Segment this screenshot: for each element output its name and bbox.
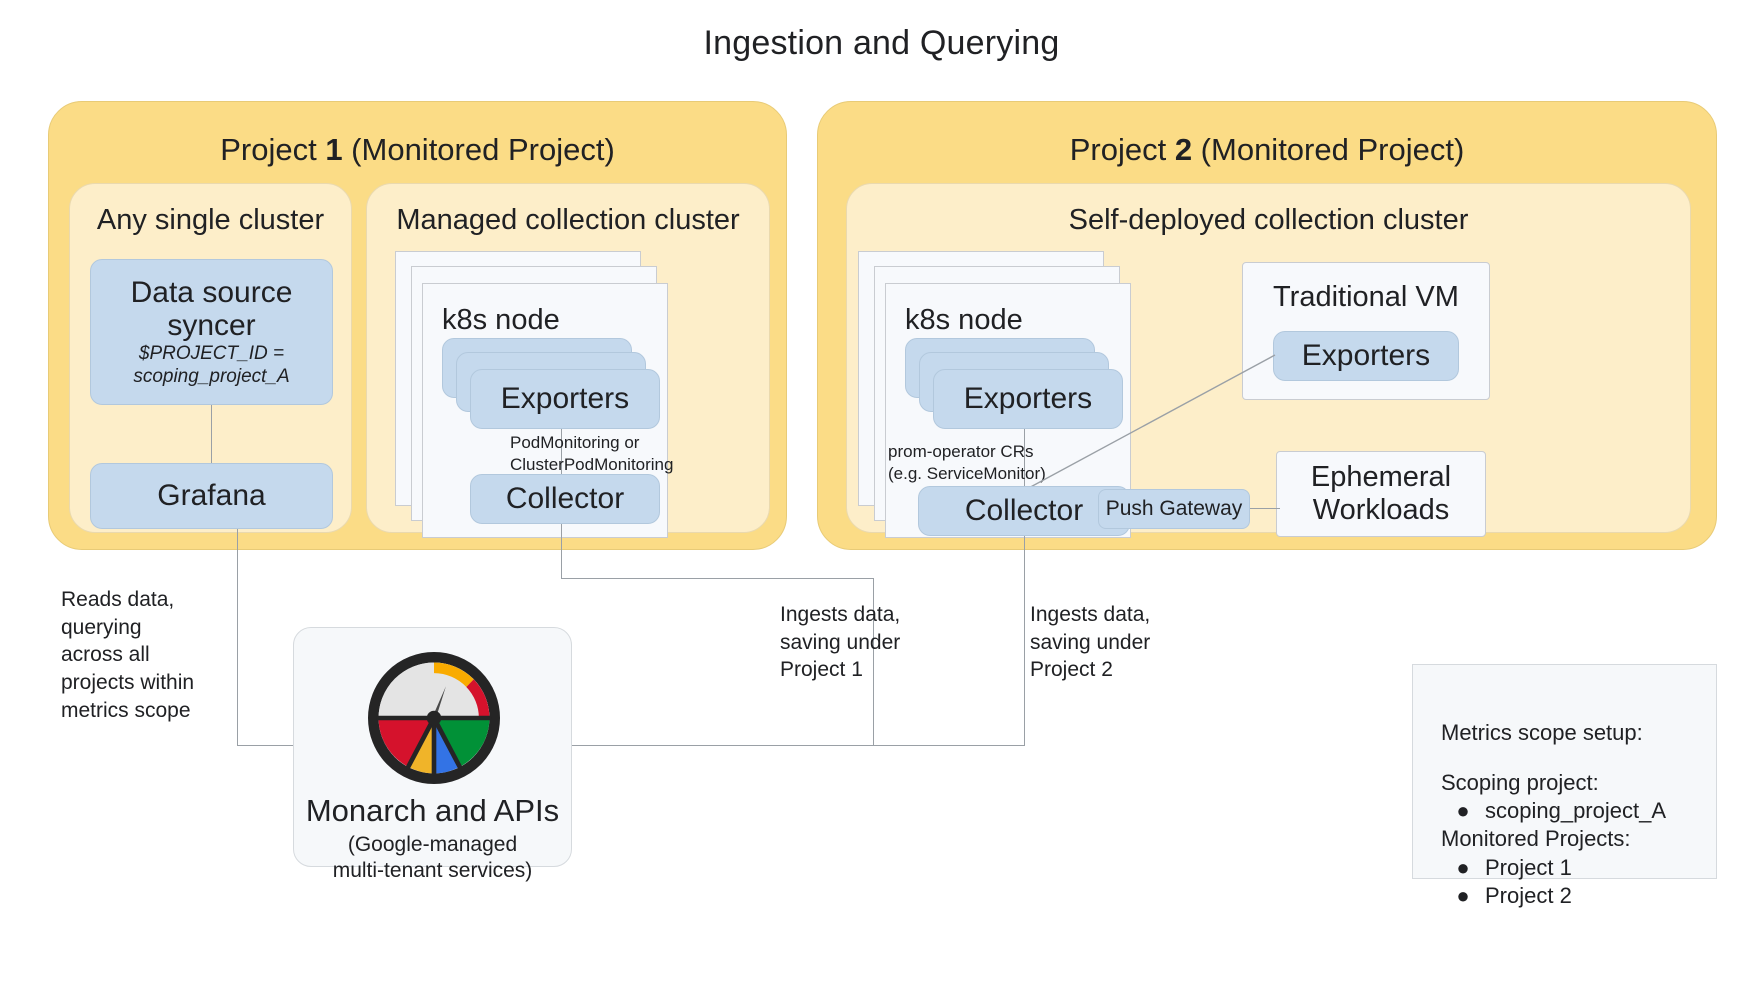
connector-exporters-collector-p1: [561, 429, 562, 474]
connector-collector-p1-down: [561, 524, 562, 578]
legend-monitored-heading: Monitored Projects:: [1441, 826, 1631, 852]
annotation-ingest-project-1: Ingests data, saving under Project 1: [780, 603, 901, 682]
exporters-node[interactable]: Exporters: [470, 369, 660, 429]
cluster-any-single-title: Any single cluster: [96, 204, 325, 236]
label-prom-operator-crs: prom-operator CRs (e.g. ServiceMonitor): [888, 442, 1046, 483]
connector-exporters-collector-p2: [1024, 429, 1025, 486]
project-1-title-suffix: (Monitored Project): [342, 132, 615, 167]
legend-monitored-item-1: ● Project 1: [1441, 854, 1716, 882]
legend-spacer: [1441, 747, 1716, 769]
bullet-icon: ●: [1456, 882, 1470, 908]
ephemeral-workloads-card: Ephemeral Workloads: [1276, 451, 1486, 537]
project-1-title-number: 1: [325, 132, 343, 167]
ephemeral-workloads-label: Ephemeral Workloads: [1310, 460, 1452, 526]
exporters-node-p2[interactable]: Exporters: [933, 369, 1123, 429]
traditional-vm-title: Traditional VM: [1273, 281, 1459, 313]
legend-scoping-item-label: scoping_project_A: [1485, 798, 1667, 824]
legend-heading: Metrics scope setup:: [1441, 720, 1643, 745]
node-data-source-syncer-label: Data source syncer: [130, 275, 293, 343]
connector-grafana-across: [237, 745, 332, 746]
connector-pushgateway-ephemeral: [1250, 508, 1280, 509]
metrics-scope-legend: Metrics scope setup: Scoping project: ● …: [1412, 664, 1717, 908]
collector-node-p2-label: Collector: [964, 494, 1084, 528]
node-data-source-syncer-sub: $PROJECT_ID = scoping_project_A: [133, 342, 290, 387]
legend-monitored-item-1-label: Project 1: [1485, 854, 1572, 880]
vm-exporters-node[interactable]: Exporters: [1273, 331, 1459, 381]
page-title: Ingestion and Querying: [703, 24, 1060, 62]
project-2-title-number: 2: [1174, 132, 1193, 167]
collector-node-p1-label: Collector: [505, 482, 625, 516]
monarch-and-apis-card[interactable]: Monarch and APIs (Google-managed multi-t…: [293, 627, 572, 882]
connector-collector-p1-across: [561, 578, 873, 579]
legend-monitored-item-2: ● Project 2: [1441, 882, 1716, 910]
project-2-title-prefix: Project: [1069, 132, 1175, 167]
bullet-icon: ●: [1456, 798, 1470, 824]
vm-exporters-node-label: Exporters: [1301, 339, 1431, 373]
label-podmonitoring: PodMonitoring or ClusterPodMonitoring: [510, 433, 674, 474]
annotation-ingest-project-2: Ingests data, saving under Project 2: [1030, 603, 1151, 682]
project-2-title-suffix: (Monitored Project): [1192, 132, 1465, 167]
connector-grafana-down: [237, 529, 238, 745]
node-grafana-label: Grafana: [157, 479, 266, 513]
connector-collector-p1-drop: [873, 578, 874, 745]
monarch-title: Monarch and APIs: [305, 793, 560, 828]
legend-scoping-heading: Scoping project:: [1441, 770, 1599, 796]
project-1-title-prefix: Project: [220, 132, 326, 167]
annotation-reads-data: Reads data, querying across all projects…: [61, 588, 195, 722]
exporters-node-p2-label: Exporters: [963, 382, 1093, 416]
monarch-subtitle: (Google-managed multi-tenant services): [332, 833, 533, 883]
connector-collector-p2-rail: [873, 745, 1025, 746]
monarch-gauge-icon: [368, 652, 500, 784]
k8s-node-card-title: k8s node: [442, 304, 560, 336]
node-grafana[interactable]: Grafana: [90, 463, 333, 529]
k8s-node-card-p2-title: k8s node: [905, 304, 1023, 336]
cluster-managed-collection-title: Managed collection cluster: [396, 204, 740, 236]
connector-vm-collector: [1024, 354, 1276, 491]
legend-scoping-item: ● scoping_project_A: [1441, 797, 1716, 825]
bullet-icon: ●: [1456, 854, 1470, 880]
project-2-title: Project 2 (Monitored Project): [818, 132, 1716, 168]
collector-node-p1[interactable]: Collector: [470, 474, 660, 524]
legend-monitored-item-2-label: Project 2: [1485, 882, 1572, 908]
cluster-self-deployed-title: Self-deployed collection cluster: [1068, 204, 1469, 236]
collector-node-p2[interactable]: Collector: [918, 486, 1130, 536]
connector-syncer-grafana: [211, 405, 212, 463]
node-data-source-syncer[interactable]: Data source syncer $PROJECT_ID = scoping…: [90, 259, 333, 405]
project-1-title: Project 1 (Monitored Project): [49, 132, 786, 168]
connector-collector-p1-to-monarch: [540, 745, 873, 746]
push-gateway-node[interactable]: Push Gateway: [1098, 489, 1250, 529]
connector-collector-p2-down: [1024, 536, 1025, 745]
exporters-node-label: Exporters: [500, 382, 630, 416]
push-gateway-label: Push Gateway: [1105, 497, 1243, 520]
